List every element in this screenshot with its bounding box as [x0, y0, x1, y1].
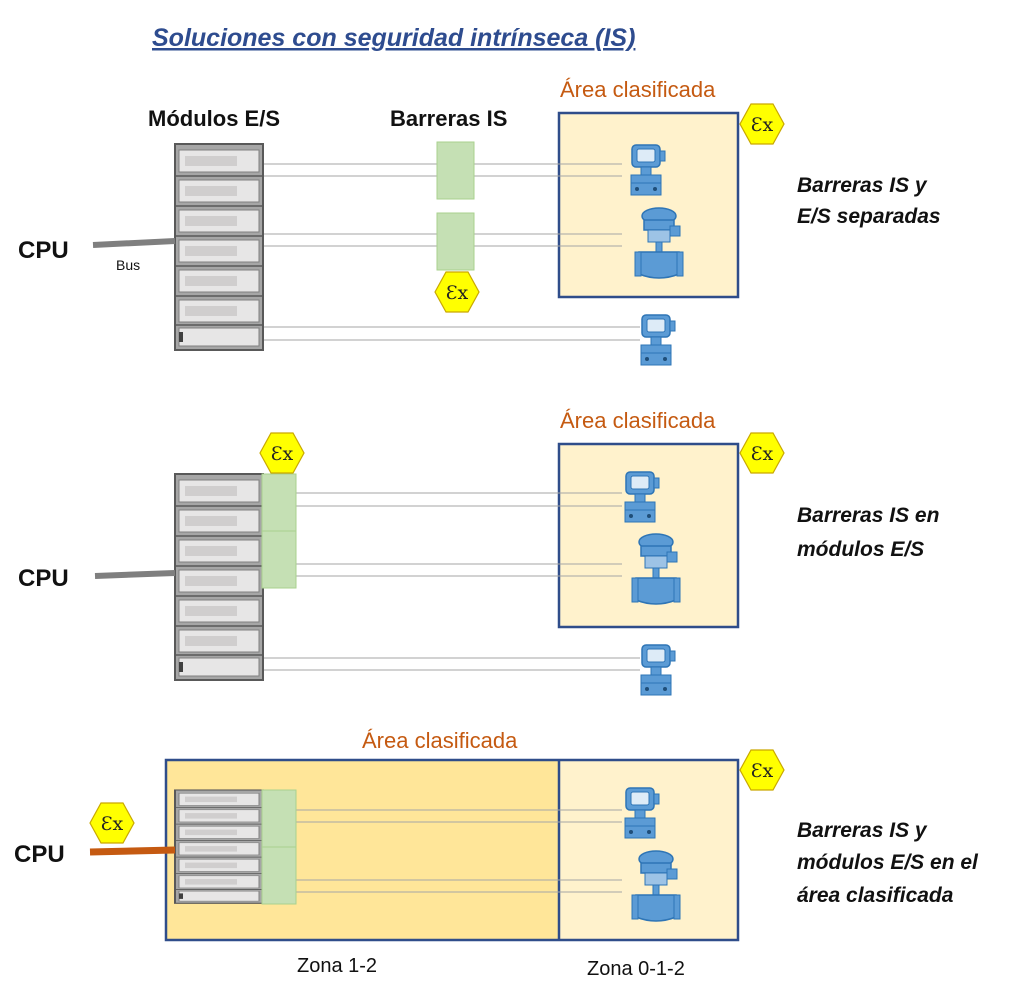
is-barrier-module	[261, 789, 297, 848]
is-barrier	[436, 141, 475, 200]
zone-label: Zona 0-1-2	[587, 958, 685, 980]
cpu-label: CPU	[14, 841, 65, 868]
section-description-line: Barreras IS en	[797, 504, 939, 527]
classified-area-label: Área clasificada	[362, 728, 518, 753]
ex-icon: Ɛx	[739, 749, 785, 791]
signal-lines	[296, 809, 622, 893]
section-description-line: área clasificada	[797, 884, 954, 907]
signal-lines	[262, 163, 640, 341]
pressure-transmitter	[640, 314, 676, 366]
io-modules-rack	[174, 789, 264, 905]
section-3: Área clasificada CPU Ɛx Ɛx Zona 1-2 Zona…	[14, 728, 979, 980]
section-description-line: Barreras IS y	[797, 819, 928, 842]
svg-text:Ɛx: Ɛx	[271, 443, 294, 465]
is-barrier-module	[261, 530, 297, 589]
is-barrier	[436, 212, 475, 271]
pressure-transmitter	[640, 644, 676, 696]
bus-label: Bus	[116, 257, 140, 273]
barriers-header: Barreras IS	[390, 106, 507, 131]
io-modules-rack	[174, 473, 264, 681]
is-barrier-module	[261, 473, 297, 532]
section-description-line: módulos E/S en el	[797, 851, 979, 874]
section-1: Módulos E/S Barreras IS Área clasificada…	[18, 77, 941, 366]
svg-text:Ɛx: Ɛx	[101, 813, 124, 835]
svg-text:Ɛx: Ɛx	[446, 282, 469, 304]
section-2: Área clasificada CPU Ɛx Ɛx Barreras IS e…	[18, 408, 939, 696]
bus-cable	[89, 846, 176, 856]
section-description-line: módulos E/S	[797, 538, 924, 561]
svg-text:Ɛx: Ɛx	[751, 114, 774, 136]
section-description-line: E/S separadas	[797, 205, 941, 228]
svg-text:Ɛx: Ɛx	[751, 443, 774, 465]
io-modules-rack	[174, 143, 264, 351]
ex-icon: Ɛx	[89, 802, 135, 844]
svg-text:Ɛx: Ɛx	[751, 760, 774, 782]
ex-icon: Ɛx	[259, 432, 305, 474]
classified-area-label: Área clasificada	[560, 77, 716, 102]
page-title: Soluciones con seguridad intrínseca (IS)	[152, 24, 635, 52]
is-barrier-module	[261, 846, 297, 905]
bus-cable	[94, 570, 176, 579]
modules-header: Módulos E/S	[148, 106, 280, 131]
classified-area-label: Área clasificada	[560, 408, 716, 433]
section-description-line: Barreras IS y	[797, 174, 928, 197]
signal-lines	[262, 492, 640, 671]
cpu-label: CPU	[18, 565, 69, 592]
bus-cable	[92, 238, 176, 248]
zone-label: Zona 1-2	[297, 955, 377, 977]
cpu-label: CPU	[18, 237, 69, 264]
ex-icon: Ɛx	[434, 271, 480, 313]
ex-icon: Ɛx	[739, 103, 785, 145]
ex-icon: Ɛx	[739, 432, 785, 474]
